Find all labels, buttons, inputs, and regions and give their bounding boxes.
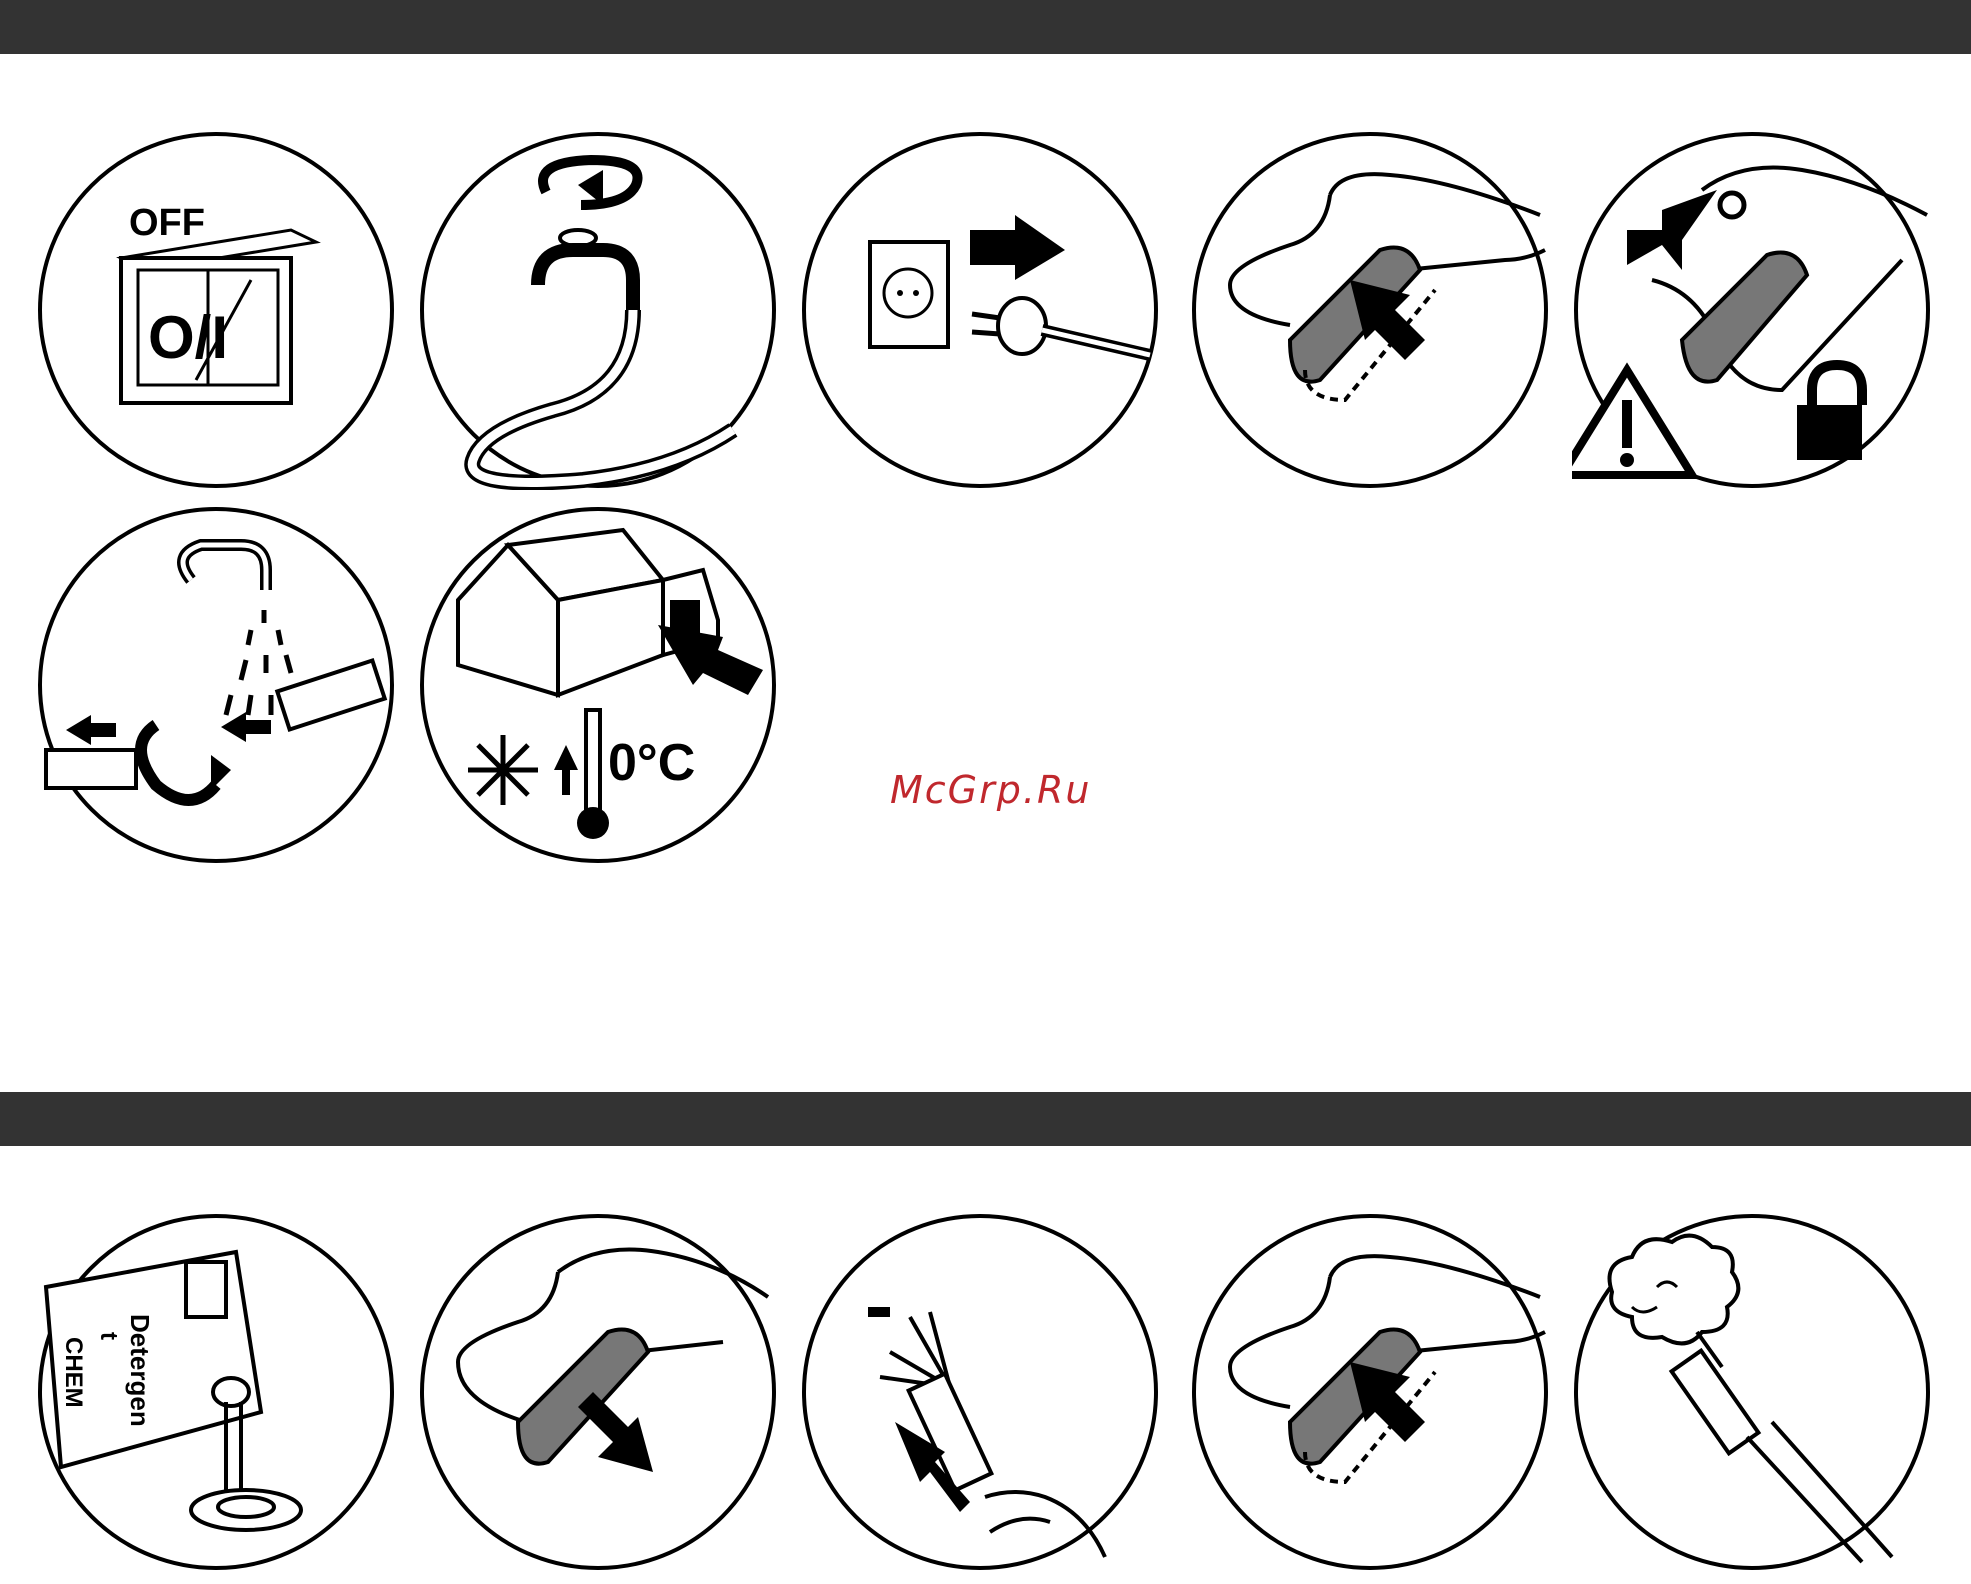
trigger-lock-warning-icon [1572, 130, 1932, 490]
detergent-label: Detergen [125, 1314, 155, 1427]
trigger-press-icon [1190, 130, 1550, 490]
watermark: McGrp.Ru [890, 768, 1091, 812]
detergent-fill-icon: Detergen t CHEM [36, 1212, 396, 1572]
off-label: OFF [129, 202, 205, 244]
section-header-band [0, 1092, 1971, 1146]
trigger-press-icon-2 [1190, 1212, 1550, 1572]
trigger-release-icon [418, 1212, 778, 1572]
power-switch-off-icon: OFF O/I [36, 130, 396, 490]
nozzle-clean-icon [800, 1212, 1160, 1572]
detergent-brand: CHEM [60, 1337, 87, 1408]
unplug-icon [800, 130, 1160, 490]
hose-disconnect-drain-icon [36, 505, 396, 865]
switch-symbol: O/I [148, 304, 228, 371]
spray-foam-icon [1572, 1212, 1932, 1572]
top-header-band [0, 0, 1971, 54]
temperature-label: 0°C [608, 734, 695, 792]
tap-closed-icon [418, 130, 778, 490]
detergent-label-2: t [95, 1332, 122, 1340]
frost-storage-icon: 0°C [418, 505, 778, 865]
